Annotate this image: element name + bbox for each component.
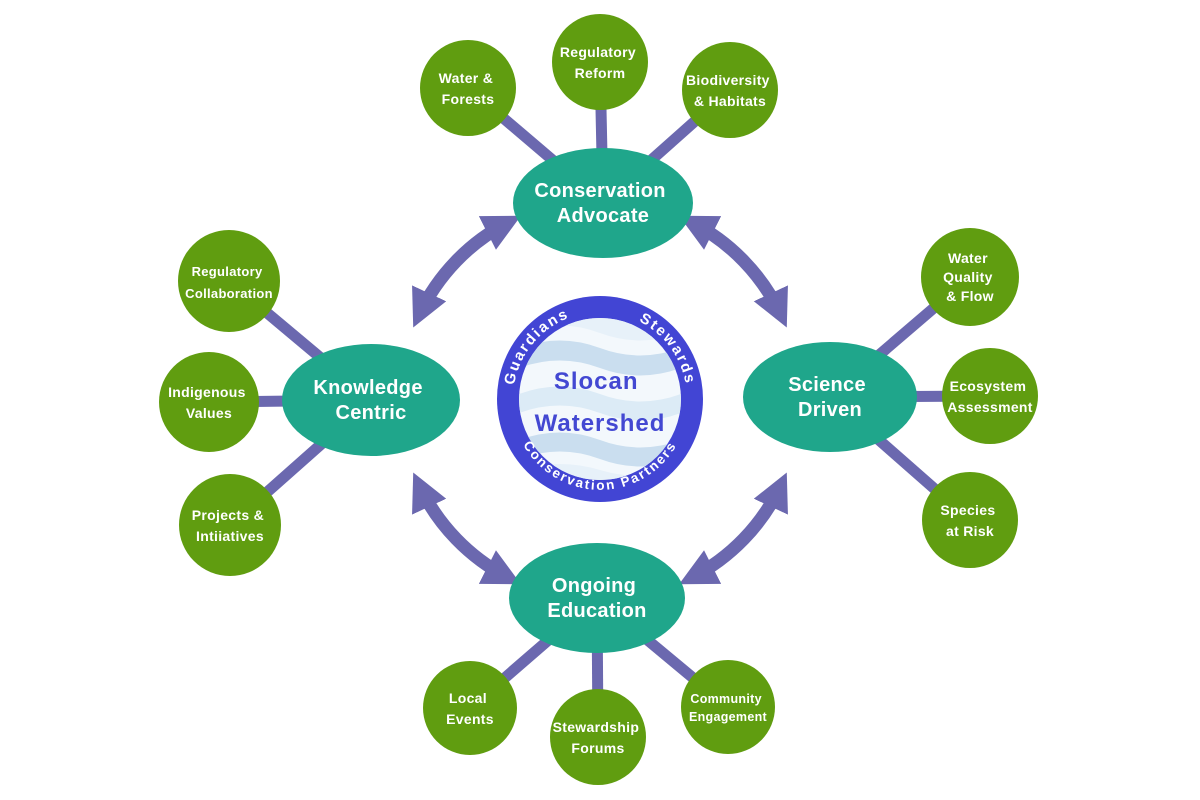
satellite-circle bbox=[423, 661, 517, 755]
hub-label: Knowledge Centric bbox=[313, 377, 428, 424]
satellite-label: Local Events bbox=[446, 690, 494, 727]
wave-shape bbox=[519, 318, 681, 341]
satellite-label: Water & Forests bbox=[439, 70, 498, 107]
logo-title: Slocan Watershed bbox=[535, 368, 666, 437]
hub-ellipse bbox=[513, 148, 693, 258]
cycle-arrows bbox=[412, 215, 788, 585]
satellite-circle bbox=[922, 472, 1018, 568]
cycle-arrow-bottom-left bbox=[412, 472, 521, 585]
satellite-circle bbox=[942, 348, 1038, 444]
satellite-circle bbox=[550, 689, 646, 785]
satellite-label: Stewardship Forums bbox=[553, 719, 644, 756]
satellite-ecosystem-assessment: Ecosystem Assessment bbox=[942, 348, 1038, 444]
satellite-regulatory-collaboration: Regulatory Collaboration bbox=[178, 230, 280, 332]
satellite-water-quality-flow: Water Quality & Flow bbox=[921, 228, 1019, 326]
satellite-label: Regulatory Reform bbox=[560, 44, 640, 81]
satellite-projects-initiatives: Projects & Intiiatives bbox=[179, 474, 281, 576]
satellite-label: Regulatory Collaboration bbox=[185, 264, 273, 301]
hub-label-line-1: Ongoing bbox=[552, 575, 636, 597]
logo-waves bbox=[519, 318, 681, 480]
satellite-local-events: Local Events bbox=[423, 661, 517, 755]
hub-label-line-2: Centric bbox=[335, 402, 406, 424]
wave-shape bbox=[519, 340, 681, 376]
satellite-label: Indigenous Values bbox=[168, 384, 250, 421]
cycle-arrow-right-bottom bbox=[679, 472, 788, 585]
hub-label-line-2: Education bbox=[547, 600, 646, 622]
center-logo: Slocan Watershed Guardians Stewards Cons… bbox=[497, 296, 703, 502]
hub-conservation-advocate: Conservation Advocate bbox=[513, 148, 693, 258]
logo-title-line-2: Watershed bbox=[535, 410, 666, 437]
hub-label: Ongoing Education bbox=[547, 575, 646, 622]
satellite-biodiversity-habitats: Biodiversity & Habitats bbox=[682, 42, 778, 138]
cycle-arrow-top-right bbox=[679, 215, 788, 328]
satellite-species-at-risk: Species at Risk bbox=[922, 472, 1018, 568]
logo-title-line-1: Slocan bbox=[554, 368, 639, 395]
satellite-community-engagement: Community Engagement bbox=[681, 660, 775, 754]
hub-label-line-1: Science bbox=[788, 374, 866, 396]
satellite-water-forests: Water & Forests bbox=[420, 40, 516, 136]
hub-ellipse bbox=[743, 342, 917, 452]
hub-label: Conservation Advocate bbox=[534, 180, 671, 227]
hub-label-line-2: Driven bbox=[798, 399, 862, 421]
satellite-label: Ecosystem Assessment bbox=[947, 378, 1033, 415]
satellite-circle bbox=[178, 230, 280, 332]
hub-ongoing-education: Ongoing Education bbox=[509, 543, 685, 653]
satellite-label: Biodiversity & Habitats bbox=[686, 72, 774, 109]
satellite-label: Projects & Intiiatives bbox=[192, 507, 268, 544]
satellite-circle bbox=[682, 42, 778, 138]
satellite-circle bbox=[681, 660, 775, 754]
cycle-arrow-left-top bbox=[412, 215, 521, 328]
wave-shape bbox=[519, 432, 681, 467]
satellite-circle bbox=[159, 352, 259, 452]
satellite-circle bbox=[552, 14, 648, 110]
hub-label-line-1: Conservation bbox=[534, 180, 665, 202]
hub-science-driven: Science Driven bbox=[743, 342, 917, 452]
satellite-label: Community Engagement bbox=[689, 692, 768, 724]
hub-label-line-2: Advocate bbox=[557, 205, 649, 227]
hub-ellipse bbox=[282, 344, 460, 456]
satellite-regulatory-reform: Regulatory Reform bbox=[552, 14, 648, 110]
satellite-stewardship-forums: Stewardship Forums bbox=[550, 689, 646, 785]
satellite-circle bbox=[921, 228, 1019, 326]
satellite-circle bbox=[179, 474, 281, 576]
hub-ellipse bbox=[509, 543, 685, 653]
hub-label: Science Driven bbox=[788, 374, 872, 421]
hub-label-line-1: Knowledge bbox=[313, 377, 422, 399]
wave-shape bbox=[519, 386, 681, 421]
satellite-label: Species at Risk bbox=[940, 502, 999, 539]
satellite-nodes: Water & Forests Regulatory Reform Biodiv… bbox=[159, 14, 1038, 785]
satellite-circle bbox=[420, 40, 516, 136]
hub-nodes: Conservation Advocate Science Driven Ong… bbox=[282, 148, 917, 653]
satellite-label: Water Quality & Flow bbox=[943, 250, 997, 304]
satellite-indigenous-values: Indigenous Values bbox=[159, 352, 259, 452]
hub-knowledge-centric: Knowledge Centric bbox=[282, 344, 460, 456]
